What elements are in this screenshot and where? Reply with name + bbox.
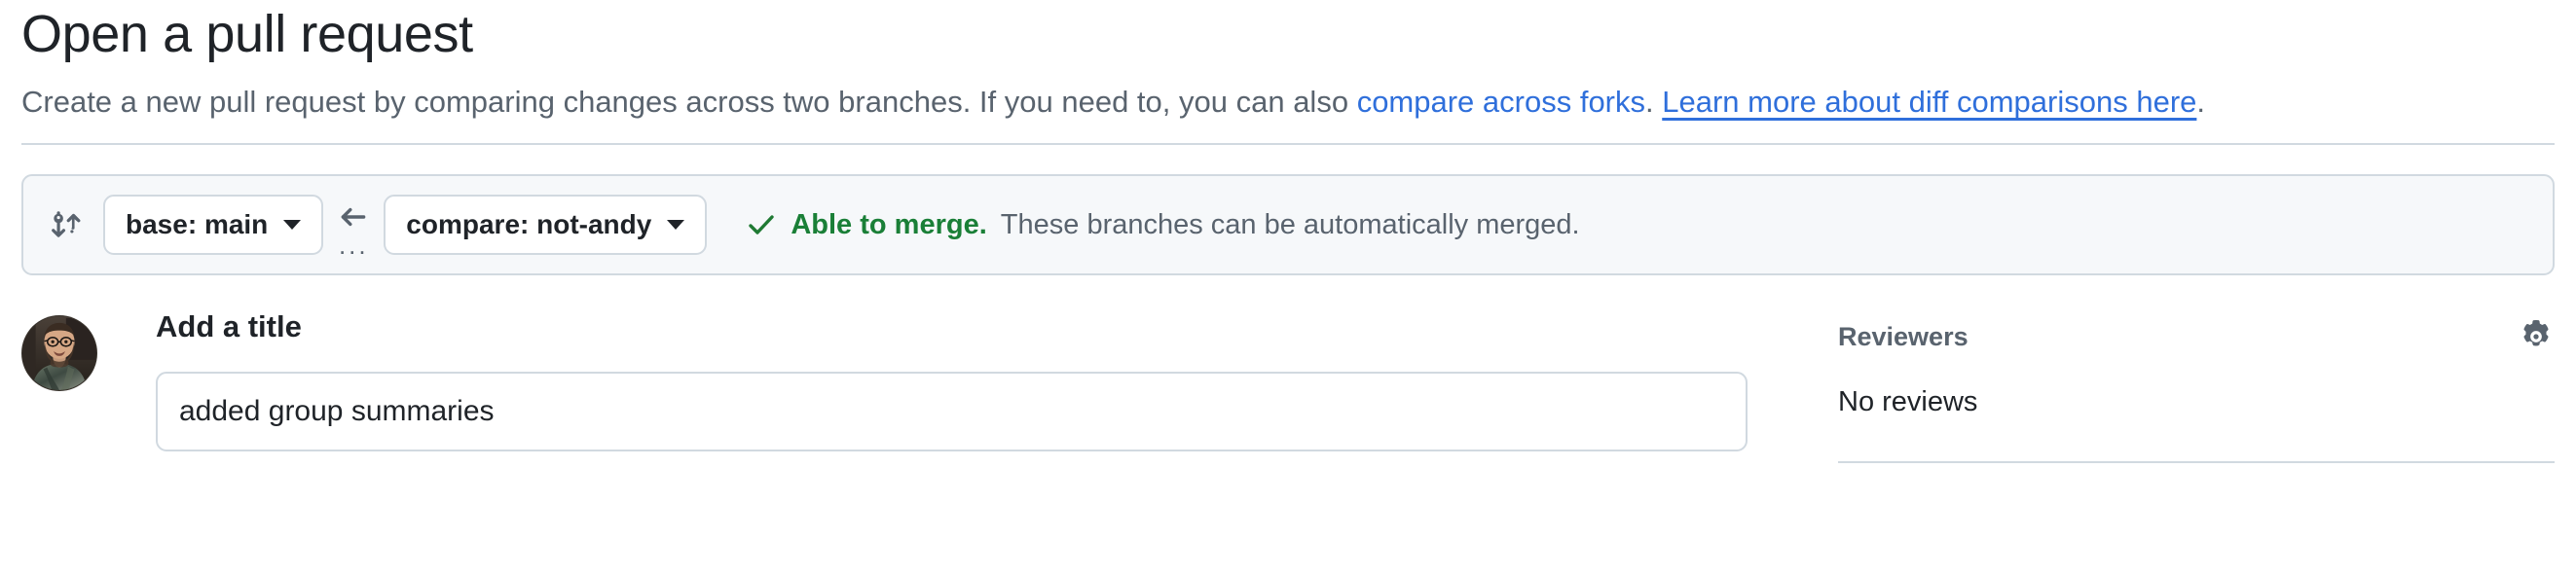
page-description: Create a new pull request by comparing c… [21,80,2553,125]
branch-compare-box: base: main ... compare: not-andy Able to… [21,174,2555,276]
git-compare-icon [49,208,82,241]
header-divider [21,143,2555,146]
merge-status-headline: Able to merge. [791,208,987,240]
base-branch-selector[interactable]: base: main [103,195,324,256]
compare-branch-selector[interactable]: compare: not-andy [384,195,708,256]
merge-status: Able to merge. These branches can be aut… [746,208,1580,241]
reviewers-label: Reviewers [1838,321,1969,351]
user-avatar[interactable] [21,315,97,392]
base-prefix: base: [126,209,198,240]
description-period: . [2196,85,2206,120]
learn-more-diff-comparisons-link[interactable]: Learn more about diff comparisons here [1662,85,2197,120]
chevron-down-icon [283,220,302,231]
ellipsis-icon: ... [338,230,369,260]
compare-across-forks-link[interactable]: compare across forks [1356,85,1646,120]
description-text-part1: Create a new pull request by comparing c… [21,85,1357,120]
compare-branch-name: not-andy [536,209,652,240]
pull-request-title-input[interactable] [156,372,1748,452]
reviewers-sidebar: Reviewers No reviews [1838,308,2555,464]
base-branch-name: main [203,209,269,240]
description-text-part2: . [1645,85,1663,120]
add-a-title-heading: Add a title [156,309,302,344]
page-title: Open a pull request [21,5,473,63]
chevron-down-icon [667,220,685,231]
gear-icon[interactable] [2518,318,2555,355]
reviewers-header: Reviewers [1838,318,2555,355]
compare-branch-label: compare: not-andy [406,209,651,240]
base-branch-label: base: main [126,209,268,240]
pull-request-form: Add a title Reviewers No reviews [21,308,2555,464]
no-reviews-text: No reviews [1838,386,1978,418]
arrow-left-icon [337,200,370,238]
merge-status-detail: These branches can be automatically merg… [1000,208,1580,240]
check-icon [746,209,777,240]
compare-direction-indicator: ... [323,200,384,260]
title-section: Add a title [156,308,1782,452]
sidebar-divider [1838,461,2555,464]
compare-prefix: compare: [406,209,530,240]
